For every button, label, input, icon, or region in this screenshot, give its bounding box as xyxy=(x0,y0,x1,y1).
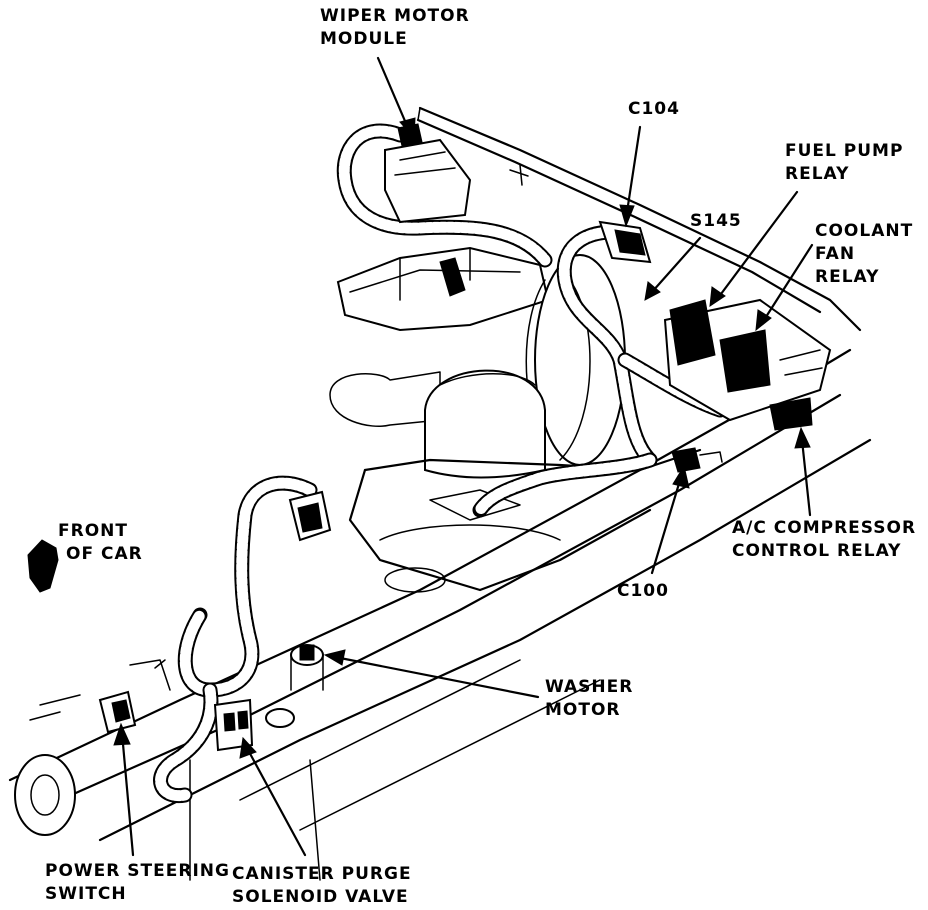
label-power-steering-line1: POWER STEERING xyxy=(45,861,230,881)
relay-bracket xyxy=(663,298,832,431)
label-power-steering-switch: POWER STEERING SWITCH xyxy=(45,860,230,906)
canister-purge-solenoid xyxy=(213,698,295,752)
engine-bay-body xyxy=(348,448,702,593)
label-coolant-fan-relay-line3: RELAY xyxy=(815,267,880,287)
wiper-motor-module xyxy=(384,123,472,224)
label-canister-purge-solenoid-valve: CANISTER PURGE SOLENOID VALVE xyxy=(232,863,412,909)
washer-connector xyxy=(288,490,332,542)
c100-connector xyxy=(671,447,723,473)
label-canister-purge-line2: SOLENOID VALVE xyxy=(232,887,409,907)
label-washer-motor-line2: MOTOR xyxy=(545,700,621,720)
label-wiper-motor-module-line2: MODULE xyxy=(320,29,408,49)
washer-motor xyxy=(290,644,324,691)
label-ac-compressor-line1: A/C COMPRESSOR xyxy=(732,518,917,538)
label-coolant-fan-relay-line2: FAN xyxy=(815,244,856,264)
label-wiper-motor-module: WIPER MOTOR MODULE xyxy=(320,5,470,51)
label-front-of-car: FRONT OF CAR xyxy=(58,520,143,566)
label-washer-motor: WASHER MOTOR xyxy=(545,676,633,722)
brake-master-cylinder xyxy=(329,246,550,427)
power-steering-switch xyxy=(14,659,171,836)
label-fuel-pump-relay-line2: RELAY xyxy=(785,164,850,184)
label-c100: C100 xyxy=(617,581,669,601)
c104-connector xyxy=(598,220,652,264)
label-s145: S145 xyxy=(690,211,742,231)
label-c104: C104 xyxy=(628,99,680,119)
label-ac-compressor-control-relay: A/C COMPRESSOR CONTROL RELAY xyxy=(732,517,916,563)
label-front-of-car-line1: FRONT xyxy=(58,521,128,541)
cowl-panel xyxy=(416,106,862,332)
label-ac-compressor-line2: CONTROL RELAY xyxy=(732,541,902,561)
label-coolant-fan-relay-line1: COOLANT xyxy=(815,221,914,241)
label-canister-purge-line1: CANISTER PURGE xyxy=(232,864,412,884)
label-power-steering-line2: SWITCH xyxy=(45,884,127,904)
label-fuel-pump-relay-line1: FUEL PUMP xyxy=(785,141,904,161)
front-of-car-arrow xyxy=(27,539,59,593)
label-wiper-motor-module-line1: WIPER MOTOR xyxy=(320,6,470,26)
wiring-harness xyxy=(153,123,728,804)
label-front-of-car-line2: OF CAR xyxy=(66,544,143,564)
leader-arrows xyxy=(113,56,814,857)
label-fuel-pump-relay: FUEL PUMP RELAY xyxy=(785,140,903,186)
label-washer-motor-line1: WASHER xyxy=(545,677,634,697)
label-coolant-fan-relay: COOLANT FAN RELAY xyxy=(815,220,913,289)
